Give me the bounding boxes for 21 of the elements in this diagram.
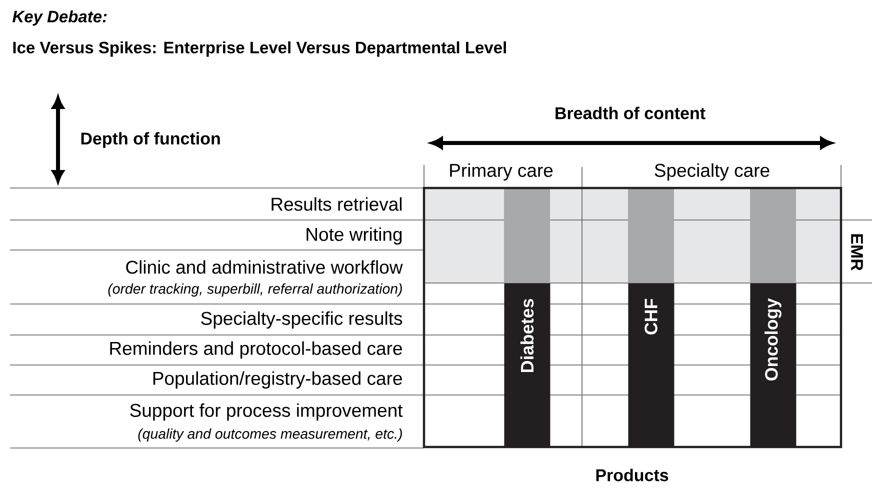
node-label: Oncology: [764, 298, 782, 380]
node-label: CHF: [644, 298, 658, 334]
row-note: (order tracking, superbill, referral authorization): [108, 283, 402, 297]
axis-label: Breadth of content: [556, 106, 706, 120]
band-label: EMR: [851, 234, 863, 271]
axis-label: Products: [596, 468, 668, 482]
row-label: Results retrieval: [272, 197, 402, 211]
product-bar: Oncology: [750, 188, 796, 448]
title: Ice Versus Spikes: Enterprise Level Versus Departmental Level: [13, 41, 506, 57]
heading: Key Debate:: [12, 10, 107, 26]
row-label: Note writing: [306, 227, 402, 245]
axis-label: Depth of function: [81, 132, 220, 148]
row-label: Specialty-specific results: [201, 311, 402, 329]
row-label: Reminders and protocol-based care: [110, 341, 402, 359]
row-label: Population/registry-based care: [153, 371, 402, 389]
row-label: Clinic and administrative workflow: [126, 260, 403, 274]
row-label: Support for process improvement: [130, 403, 403, 421]
row-note: (quality and outcomes measurement, etc.): [138, 428, 402, 442]
node-label: Diabetes: [520, 298, 534, 372]
product-bar: CHF: [628, 188, 674, 448]
product-bar: Diabetes: [504, 188, 550, 448]
